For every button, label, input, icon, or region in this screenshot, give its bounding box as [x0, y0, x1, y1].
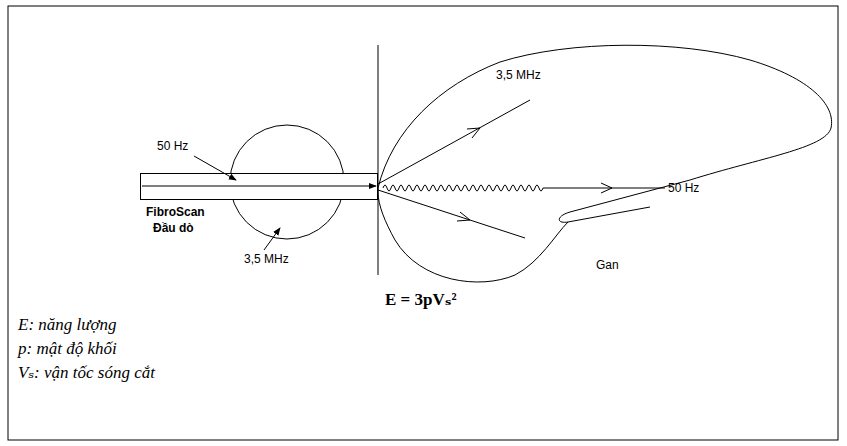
probe-label: Đầu dò	[153, 221, 194, 235]
ultrasound-ray	[378, 190, 525, 238]
open-arrowhead	[457, 212, 470, 221]
probe-ground	[140, 173, 378, 200]
lobe-edge	[568, 207, 650, 222]
frequency-label: 3,5 MHz	[244, 252, 289, 266]
skin-line	[378, 45, 379, 275]
leader-arrow	[264, 228, 280, 250]
formula: E = 3pVₛ²	[385, 290, 457, 310]
vibration-arrow	[142, 186, 376, 187]
definition: p: mật độ khối	[18, 339, 117, 359]
definition: Vₛ: vận tốc sóng cắt	[18, 363, 155, 383]
probe-label: FibroScan	[146, 205, 205, 219]
open-arrowhead	[467, 128, 480, 138]
frame	[8, 6, 838, 440]
organ-outline	[378, 45, 832, 282]
definition: E: năng lượng	[18, 315, 117, 335]
leader-arrow	[194, 156, 236, 180]
frequency-label: 50 Hz	[668, 181, 699, 195]
liver-outline: Gan	[378, 38, 840, 298]
ultrasound-ray	[378, 100, 530, 184]
shear-wave	[383, 185, 665, 191]
organ-label: Gan	[596, 258, 619, 272]
probe-box: FibroScanĐầu dò	[140, 173, 378, 200]
frequency-label: 50 Hz	[157, 139, 188, 153]
frequency-label: 3,5 MHz	[496, 68, 541, 82]
open-arrowhead	[601, 183, 612, 193]
